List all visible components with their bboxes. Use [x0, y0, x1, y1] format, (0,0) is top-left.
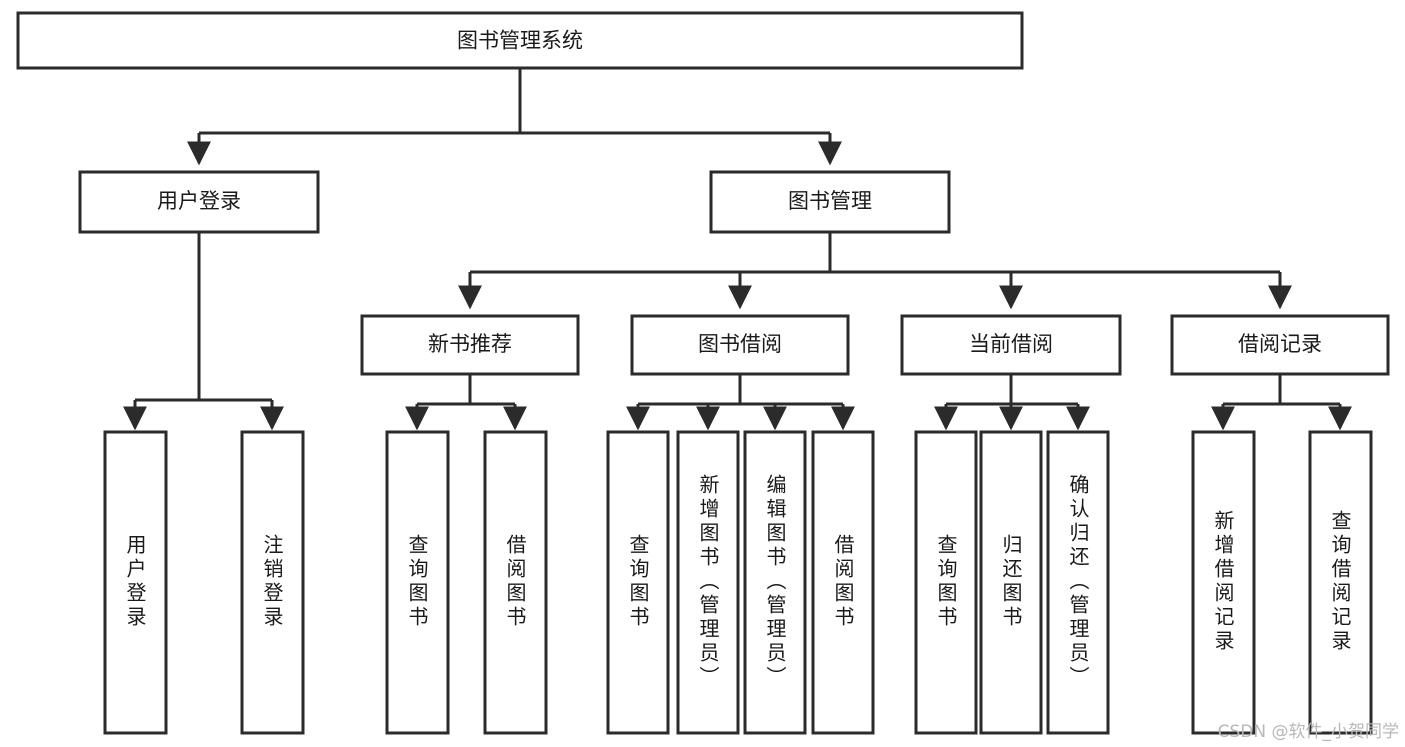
node-user-login-box[interactable] — [78, 170, 320, 234]
node-leaf-query-book-3-box[interactable] — [914, 430, 978, 735]
node-leaf-query-borrow-record-label: 查询借阅记录 — [1328, 510, 1352, 654]
node-borrow-record-label: 借阅记录 — [1238, 332, 1322, 356]
node-leaf-add-borrow-record-label: 新增借阅记录 — [1211, 510, 1235, 654]
node-leaf-query-borrow-record-box[interactable] — [1308, 430, 1373, 735]
node-leaf-query-book-2-box[interactable] — [606, 430, 670, 735]
node-leaf-query-book-3[interactable]: 查询图书 — [914, 430, 978, 735]
node-current-borrow-label: 当前借阅 — [969, 332, 1053, 356]
node-user-login-label: 用户登录 — [157, 189, 241, 213]
node-leaf-edit-book-box[interactable] — [743, 430, 807, 735]
node-leaf-borrow-book-2[interactable]: 借阅图书 — [811, 430, 875, 735]
node-leaf-query-book-2-label: 查询图书 — [626, 534, 650, 630]
node-leaf-return-book-box[interactable] — [979, 430, 1043, 735]
node-new-book-recommend-label: 新书推荐 — [428, 332, 512, 356]
node-leaf-confirm-return-box[interactable] — [1046, 430, 1110, 735]
node-leaf-add-book[interactable]: 新增图书（管理员） — [676, 430, 740, 735]
node-new-book-recommend[interactable]: 新书推荐 — [360, 314, 580, 376]
node-leaf-borrow-book-2-box[interactable] — [811, 430, 875, 735]
node-root-label: 图书管理系统 — [457, 29, 583, 53]
node-leaf-query-book-3-label: 查询图书 — [934, 534, 958, 630]
watermark-label: CSDN @软件_小贺同学 — [1218, 722, 1399, 742]
node-leaf-user-login-box[interactable] — [103, 430, 168, 735]
node-leaf-logout-login-box[interactable] — [240, 430, 305, 735]
node-leaf-edit-book[interactable]: 编辑图书（管理员） — [743, 430, 807, 735]
node-leaf-confirm-return[interactable]: 确认归还（管理员） — [1046, 430, 1110, 735]
node-user-login[interactable]: 用户登录 — [78, 170, 320, 234]
node-leaf-add-book-label: 新增图书（管理员） — [696, 474, 720, 690]
node-leaf-return-book[interactable]: 归还图书 — [979, 430, 1043, 735]
node-leaf-borrow-book-1-label: 借阅图书 — [503, 534, 527, 630]
node-book-borrow[interactable]: 图书借阅 — [630, 314, 850, 376]
node-leaf-edit-book-label: 编辑图书（管理员） — [763, 474, 787, 690]
node-new-book-recommend-box[interactable] — [360, 314, 580, 376]
node-leaf-query-borrow-record[interactable]: 查询借阅记录 — [1308, 430, 1373, 735]
node-book-manage-box[interactable] — [709, 170, 951, 234]
node-leaf-logout-login-label: 注销登录 — [260, 534, 284, 630]
node-leaf-query-book-1-label: 查询图书 — [405, 534, 429, 630]
node-leaf-borrow-book-1-box[interactable] — [483, 430, 548, 735]
node-book-manage-label: 图书管理 — [788, 189, 872, 213]
node-book-manage[interactable]: 图书管理 — [709, 170, 951, 234]
node-leaf-borrow-book-2-label: 借阅图书 — [831, 534, 855, 630]
node-borrow-record-box[interactable] — [1170, 314, 1390, 376]
node-leaf-user-login-label: 用户登录 — [123, 534, 147, 630]
node-borrow-record[interactable]: 借阅记录 — [1170, 314, 1390, 376]
node-leaf-query-book-2[interactable]: 查询图书 — [606, 430, 670, 735]
node-leaf-confirm-return-label: 确认归还（管理员） — [1066, 474, 1090, 690]
node-leaf-borrow-book-1[interactable]: 借阅图书 — [483, 430, 548, 735]
node-leaf-add-borrow-record-box[interactable] — [1191, 430, 1256, 735]
node-leaf-add-borrow-record[interactable]: 新增借阅记录 — [1191, 430, 1256, 735]
node-root-box[interactable] — [16, 11, 1024, 70]
node-leaf-query-book-1-box[interactable] — [385, 430, 450, 735]
node-leaf-return-book-label: 归还图书 — [999, 534, 1023, 630]
edges-layer — [123, 68, 1352, 431]
node-book-borrow-box[interactable] — [630, 314, 850, 376]
node-root[interactable]: 图书管理系统 — [16, 11, 1024, 70]
node-leaf-add-book-box[interactable] — [676, 430, 740, 735]
node-current-borrow[interactable]: 当前借阅 — [900, 314, 1122, 376]
node-leaf-logout-login[interactable]: 注销登录 — [240, 430, 305, 735]
node-book-borrow-label: 图书借阅 — [698, 332, 782, 356]
node-current-borrow-box[interactable] — [900, 314, 1122, 376]
node-leaf-query-book-1[interactable]: 查询图书 — [385, 430, 450, 735]
node-leaf-user-login[interactable]: 用户登录 — [103, 430, 168, 735]
